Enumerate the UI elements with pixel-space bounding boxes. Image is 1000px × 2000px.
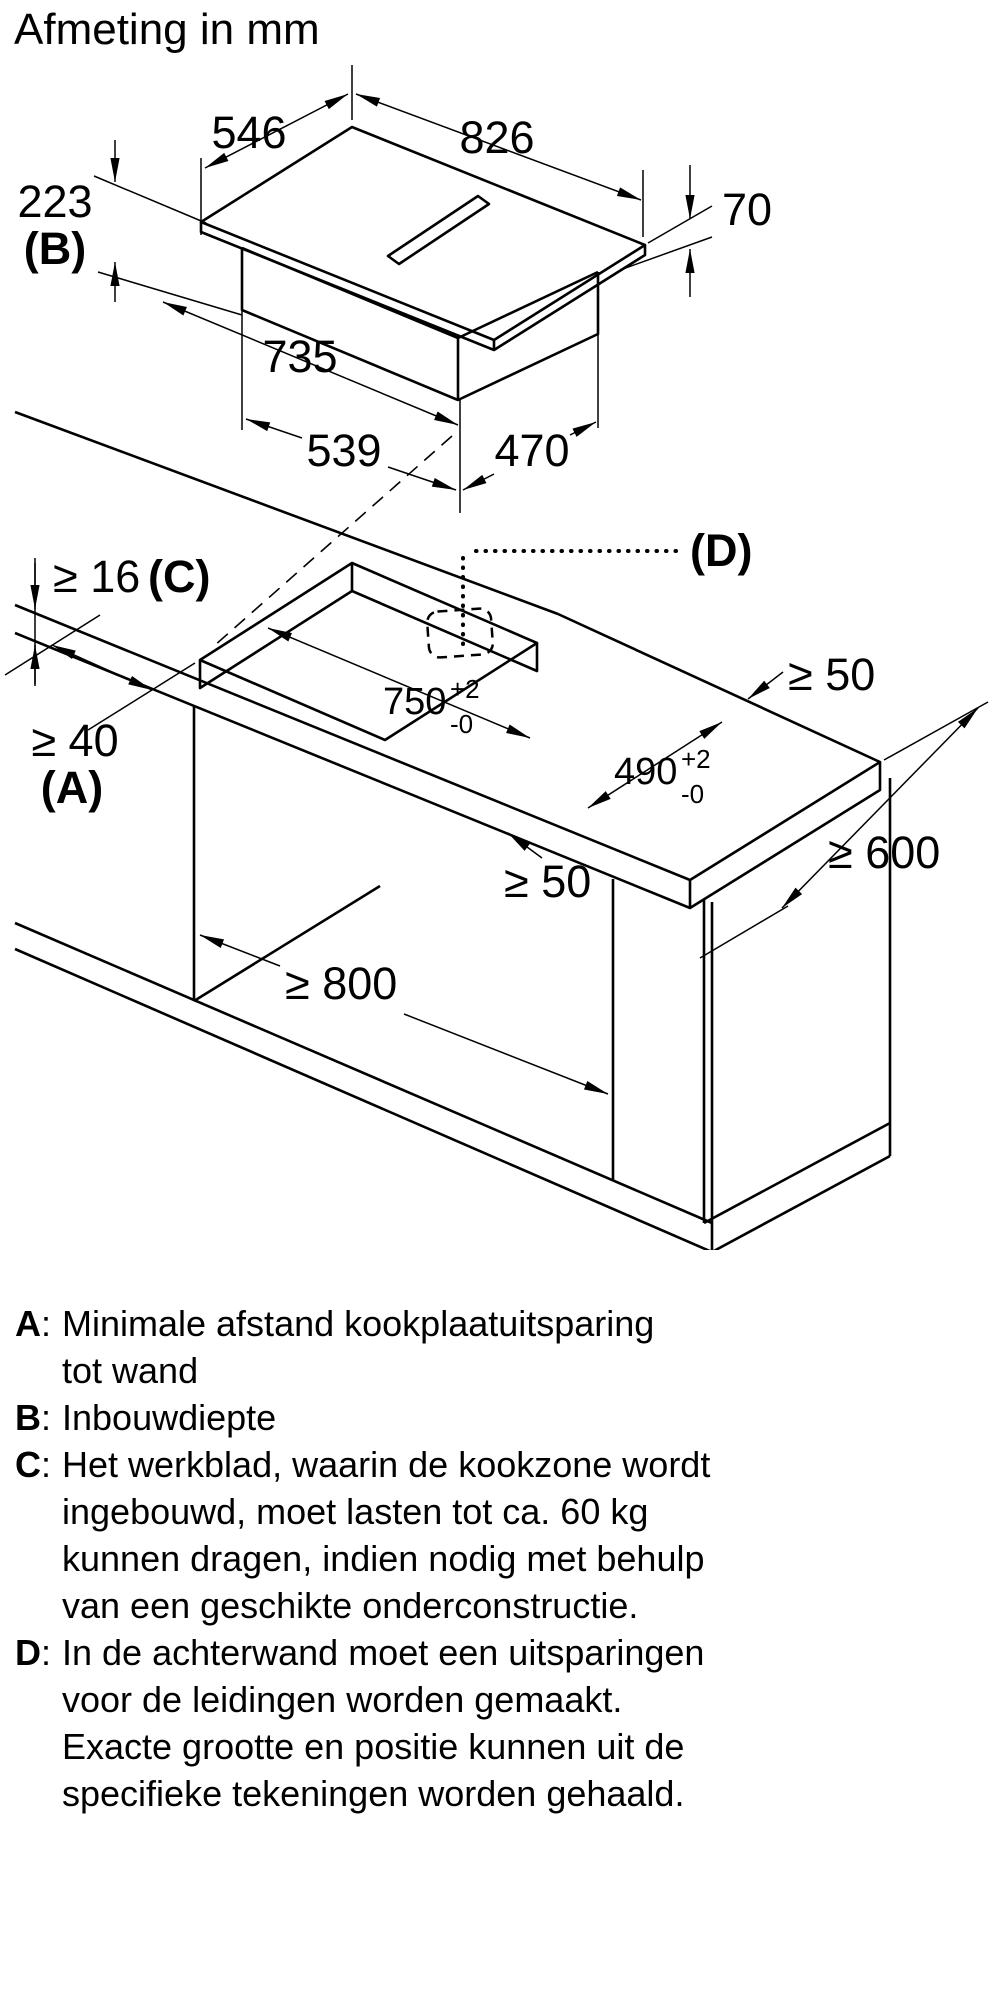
worktop-cutout	[198, 561, 539, 742]
legend-text: Inbouwdiepte	[62, 1397, 277, 1438]
dim-735: 735	[262, 331, 337, 382]
svg-text:+2: +2	[681, 744, 711, 774]
dim-worktop-depth: ≥ 600	[828, 827, 940, 878]
vent-slot	[386, 194, 491, 266]
dim-worktop-thickness: ≥ 16	[53, 551, 140, 602]
hob-dimension-labels: 546 826 70 223 (B) 735 539 470	[17, 107, 772, 476]
dim-546: 546	[211, 107, 286, 158]
legend-entry-B: B: Inbouwdiepte	[15, 1394, 775, 1441]
legend-text: Het werkblad, waarin de kookzone wordt	[62, 1444, 711, 1485]
legend-entry-C: C: Het werkblad, waarin de kookzone word…	[15, 1441, 775, 1629]
dim-470: 470	[494, 425, 569, 476]
legend-text: tot wand	[62, 1350, 199, 1391]
dim-cutout-width: 750 +2 -0	[383, 674, 480, 739]
pipe-cutout-dashed-rect	[425, 607, 495, 659]
ref-C: (C)	[148, 551, 210, 602]
dim-223: 223	[17, 176, 92, 227]
legend-entry-D: D: In de achterwand moet een uitsparinge…	[15, 1629, 775, 1817]
legend-text: In de achterwand moet een uitsparingen	[62, 1632, 705, 1673]
hob-dimension-lines	[93, 65, 713, 513]
install-dimension-labels: ≥ 16 (C) ≥ 40 (A) (D) 750 +2 -0 490 +2 -…	[31, 525, 940, 1009]
dim-clearance-back: ≥ 50	[788, 649, 875, 700]
legend-text: specifieke tekeningen worden gehaald.	[62, 1773, 685, 1814]
page-title: Afmeting in mm	[14, 5, 320, 54]
svg-text:+2: +2	[450, 674, 480, 704]
cabinet-outline	[14, 706, 892, 1250]
dim-cabinet-width: ≥ 800	[285, 958, 397, 1009]
legend-entry-A: A: Minimale afstand kookplaatuitsparing …	[15, 1300, 775, 1394]
technical-diagram: Afmeting in mm	[4, 5, 989, 1250]
dim-wall-distance: ≥ 40	[31, 715, 118, 766]
dim-826: 826	[459, 112, 534, 163]
projection-dashed-line	[213, 435, 453, 647]
projection-lines	[213, 435, 678, 659]
ref-D: (D)	[690, 525, 752, 576]
wall-edge	[14, 410, 559, 616]
dim-cutout-depth: 490 +2 -0	[614, 744, 711, 809]
svg-text:750: 750	[383, 681, 446, 723]
legend-text: van een geschikte onderconstructie.	[62, 1585, 639, 1626]
legend-text: Minimale afstand kookplaatuitsparing	[62, 1303, 655, 1344]
legend-text: ingebouwd, moet lasten tot ca. 60 kg	[62, 1491, 649, 1532]
svg-text:-0: -0	[681, 779, 704, 809]
dim-clearance-front: ≥ 50	[504, 856, 591, 907]
ref-A: (A)	[41, 762, 103, 813]
svg-text:490: 490	[614, 751, 677, 793]
legend-text: Exacte grootte en positie kunnen uit de	[62, 1726, 685, 1767]
dim-539: 539	[306, 425, 381, 476]
legend: A: Minimale afstand kookplaatuitsparing …	[15, 1300, 775, 1817]
ref-B: (B)	[24, 223, 86, 274]
dim-70: 70	[722, 184, 772, 235]
legend-text: voor de leidingen worden gemaakt.	[62, 1679, 623, 1720]
legend-text: kunnen dragen, indien nodig met behulp	[62, 1538, 705, 1579]
install-dimension-lines	[4, 558, 989, 1095]
svg-text:-0: -0	[450, 709, 473, 739]
